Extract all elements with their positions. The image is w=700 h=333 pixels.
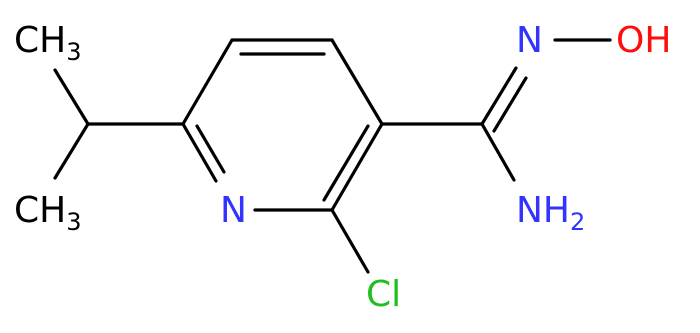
- bond-amidine-n-2: [492, 76, 528, 133]
- atom-amine: NH2: [516, 190, 585, 236]
- bond-ring-c3-c2-inner: [322, 124, 370, 202]
- atom-labels: CH3 CH3 N Cl N OH NH2: [14, 20, 671, 315]
- atom-ring-nitrogen: N: [220, 190, 247, 231]
- atom-ch3-top: CH3: [14, 20, 82, 66]
- atom-hydroxyl: OH: [616, 20, 671, 61]
- atom-chlorine: Cl: [366, 274, 401, 315]
- bond-ring-c6-c5: [181, 38, 234, 126]
- bond-ring-c6-n-inner: [195, 124, 226, 174]
- bond-amidine-n-1: [480, 66, 518, 126]
- bond-ring-c4-c3: [330, 38, 384, 126]
- bond-ring-c6-n: [181, 122, 218, 183]
- bonds: [53, 38, 612, 274]
- atom-ch3-bottom: CH3: [14, 190, 82, 236]
- atom-oxime-nitrogen: N: [516, 20, 543, 61]
- bond-isopropyl-ch3-bottom: [53, 122, 90, 180]
- bond-ring-c3-c2: [330, 122, 384, 212]
- bond-amidine-nh2: [480, 122, 516, 182]
- bond-isopropyl-ch3-top: [53, 68, 90, 126]
- bond-c2-cl: [330, 208, 370, 274]
